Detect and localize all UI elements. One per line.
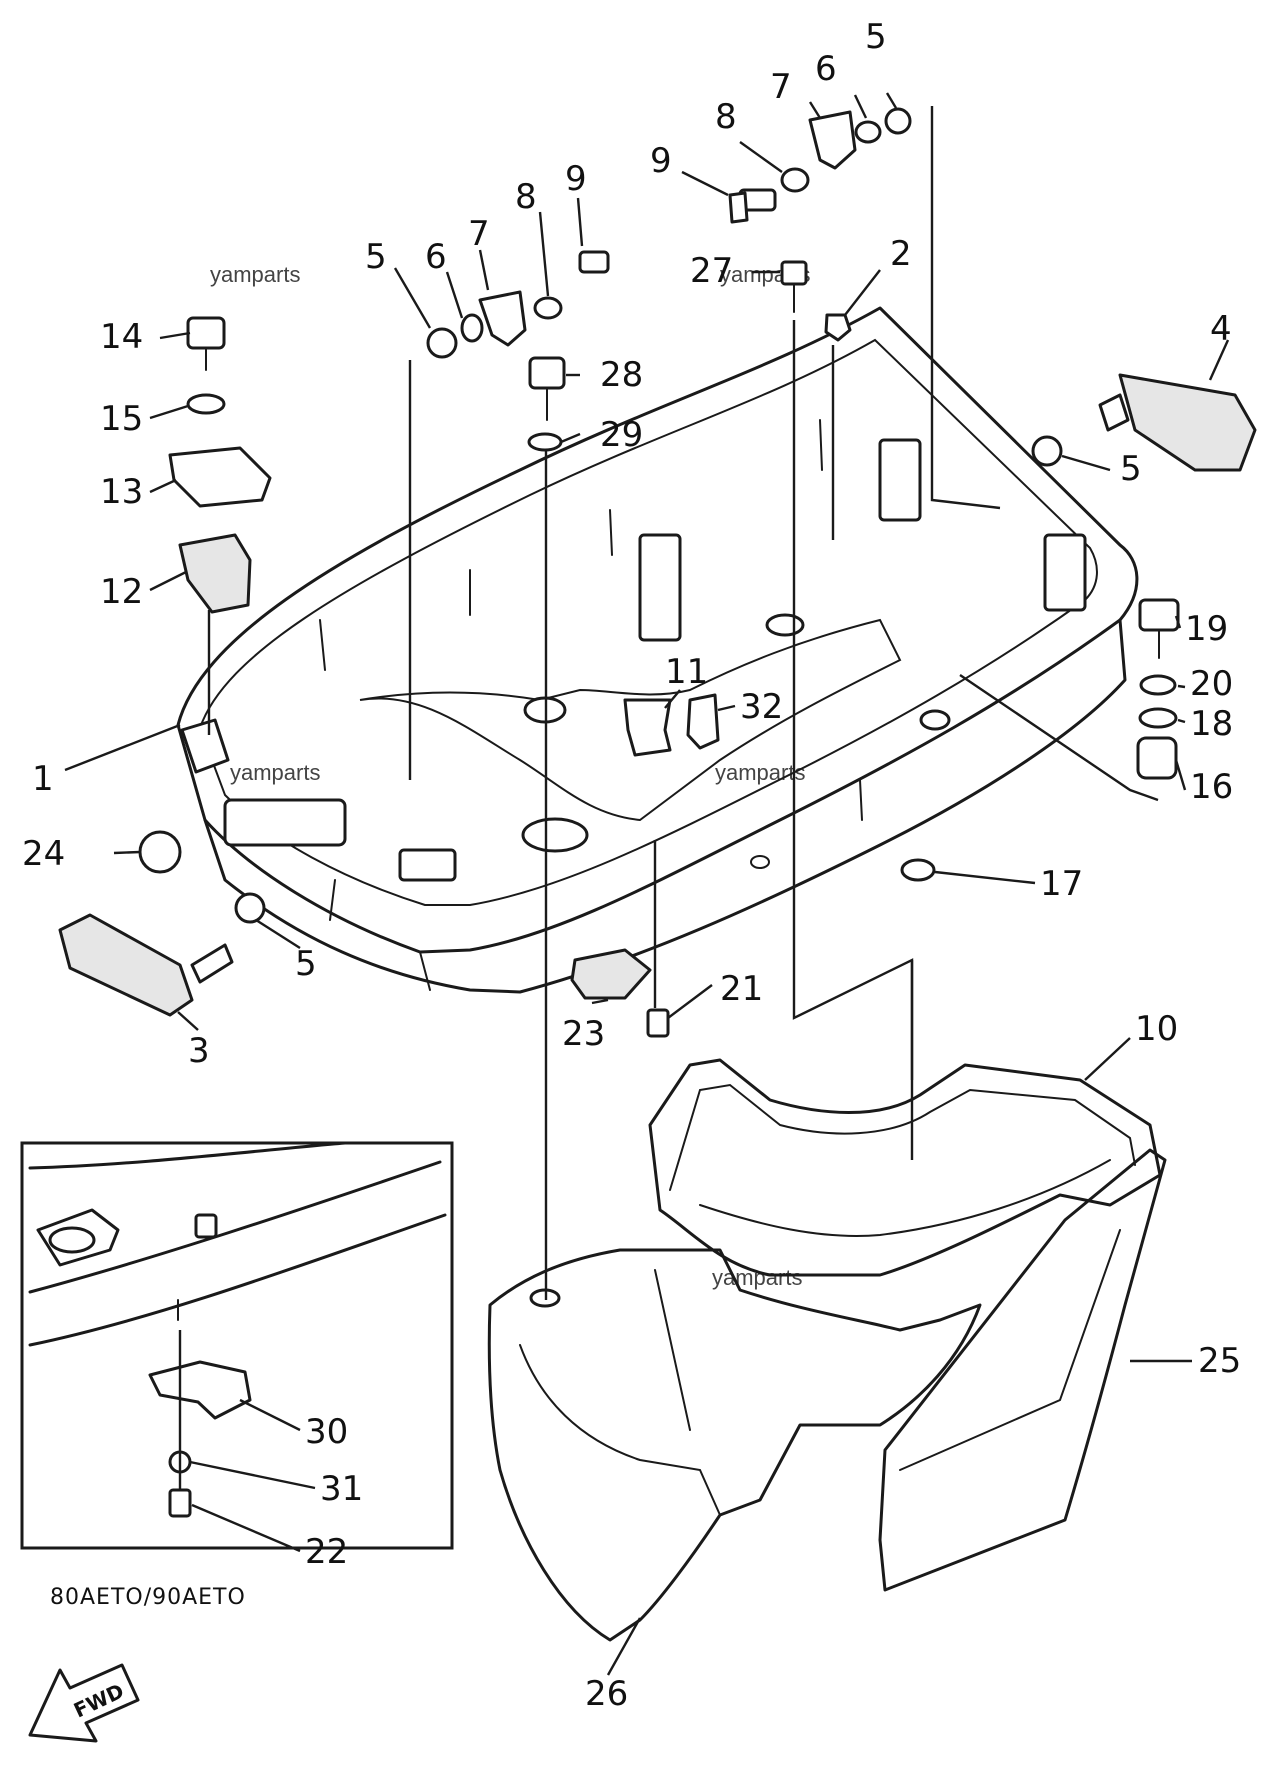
watermark: yamparts — [210, 262, 300, 287]
callout-8: 8 — [715, 97, 737, 137]
callout-32: 32 — [740, 687, 783, 727]
callout-30: 30 — [305, 1412, 348, 1452]
callout-29: 29 — [600, 415, 643, 455]
callout-1: 1 — [32, 759, 54, 799]
callout-24: 24 — [22, 834, 65, 874]
callout-26: 26 — [585, 1674, 628, 1714]
callout-15: 15 — [100, 399, 143, 439]
callout-27: 27 — [690, 251, 733, 291]
callout-5: 5 — [1120, 449, 1142, 489]
callout-22: 22 — [305, 1532, 348, 1572]
callout-13: 13 — [100, 472, 143, 512]
callout-21: 21 — [720, 969, 763, 1009]
callout-7: 7 — [770, 67, 792, 107]
callout-18: 18 — [1190, 704, 1233, 744]
watermark: yamparts — [715, 760, 805, 785]
callout-16: 16 — [1190, 767, 1233, 807]
model-inset: 80AETO/90AETO — [20, 1141, 454, 1610]
watermark: yamparts — [712, 1265, 802, 1290]
callout-23: 23 — [562, 1014, 605, 1054]
callout-5: 5 — [865, 17, 887, 57]
callout-10: 10 — [1135, 1009, 1178, 1049]
callout-25: 25 — [1198, 1341, 1241, 1381]
callout-20: 20 — [1190, 664, 1233, 704]
callout-6: 6 — [815, 49, 837, 89]
callout-12: 12 — [100, 572, 143, 612]
fwd-arrow-icon: FWD — [28, 1663, 140, 1743]
callout-6: 6 — [425, 237, 447, 277]
callout-9: 9 — [565, 159, 587, 199]
watermark: yamparts — [230, 760, 320, 785]
callout-4: 4 — [1210, 309, 1232, 349]
callout-2: 2 — [890, 234, 912, 274]
lower-cowlings — [487, 1058, 1167, 1642]
callout-5: 5 — [295, 944, 317, 984]
callout-3: 3 — [188, 1031, 210, 1071]
callout-labels: 5 6 7 8 9 9 8 7 6 5 27 2 4 14 15 13 12 2… — [22, 17, 1241, 1714]
small-parts — [58, 107, 1257, 1038]
callout-5: 5 — [365, 237, 387, 277]
bottom-cowling-part — [176, 306, 1139, 994]
callout-17: 17 — [1040, 864, 1083, 904]
callout-8: 8 — [515, 177, 537, 217]
callout-11: 11 — [665, 652, 708, 692]
watermarks: yamparts yamparts yamparts yamparts yamp… — [210, 262, 810, 1290]
callout-28: 28 — [600, 355, 643, 395]
leader-lines — [64, 92, 1230, 1676]
callout-7: 7 — [468, 214, 490, 254]
callout-14: 14 — [100, 317, 143, 357]
callout-31: 31 — [320, 1469, 363, 1509]
callout-19: 19 — [1185, 609, 1228, 649]
model-label: 80AETO/90AETO — [50, 1585, 246, 1610]
callout-9: 9 — [650, 141, 672, 181]
